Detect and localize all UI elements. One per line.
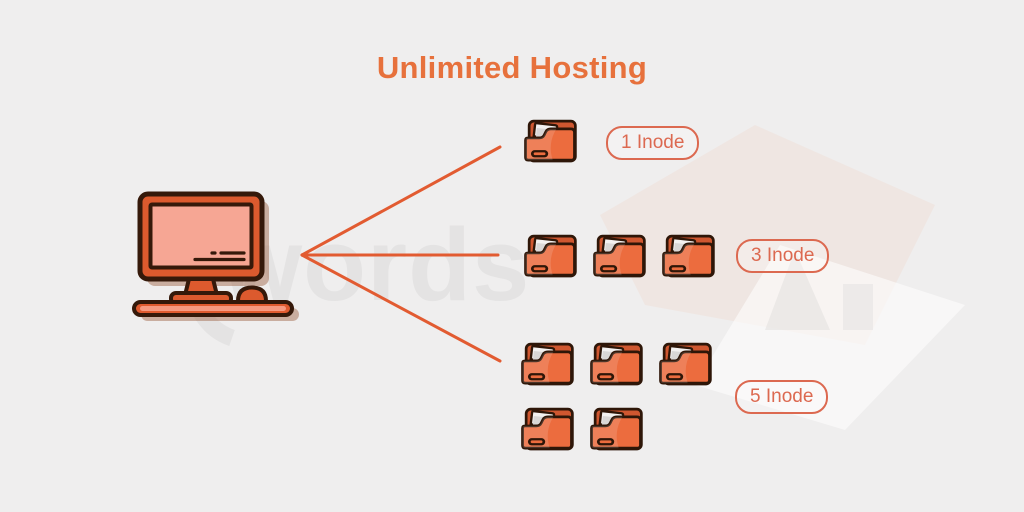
- desktop-computer-icon: [132, 191, 299, 321]
- folder-icon: [590, 407, 643, 451]
- mouse-icon: [236, 285, 268, 305]
- folder-icon: [524, 119, 577, 163]
- folder-icon: [590, 342, 643, 386]
- page-title: Unlimited Hosting: [376, 50, 648, 85]
- label-5-inode: 5 Inode: [735, 380, 829, 414]
- folder-icon: [659, 342, 712, 386]
- line-to-5-inode: [300, 253, 502, 363]
- line-to-1-inode: [300, 145, 502, 257]
- folder-icon: [662, 234, 715, 278]
- label-3-inode: 3 Inode: [736, 239, 830, 273]
- folder-icon: [521, 342, 574, 386]
- label-1-inode: 1 Inode: [606, 126, 700, 160]
- folder-group-5-inode: [518, 339, 716, 456]
- folder-group-1-inode: [521, 116, 581, 168]
- folder-group-3-inode: [521, 231, 731, 283]
- folder-icon: [593, 234, 646, 278]
- folder-icon: [521, 407, 574, 451]
- folder-icon: [524, 234, 577, 278]
